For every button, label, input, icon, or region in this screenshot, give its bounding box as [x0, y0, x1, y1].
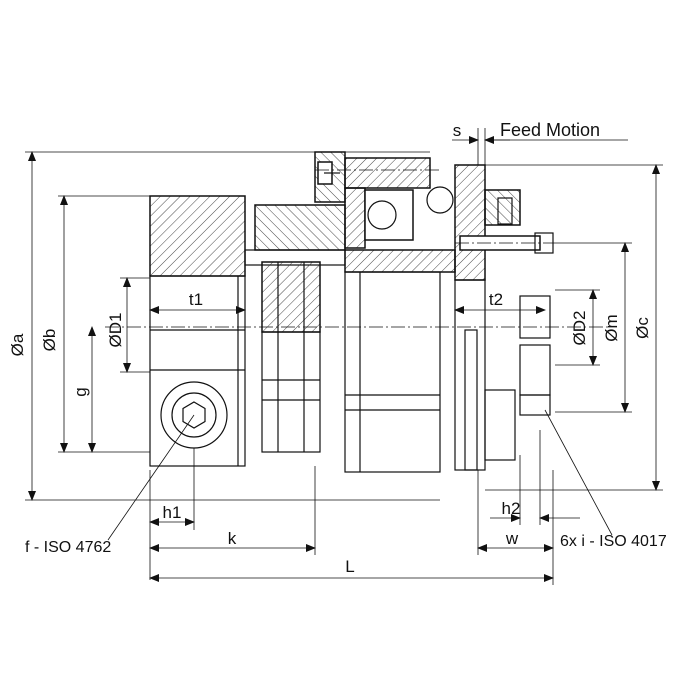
middle-hub-upper: [254, 204, 346, 251]
right-screw-upper: [519, 295, 551, 339]
ball-bearing: [364, 189, 414, 241]
label-s: s: [453, 121, 462, 140]
label-t1: t1: [189, 290, 203, 309]
label-phi-d2: ØD2: [570, 311, 589, 346]
label-screw-i: 6x i - ISO 4017: [560, 533, 667, 550]
bearing-ball-right: [426, 186, 454, 214]
bearing-ball-left: [367, 200, 397, 230]
dimensions: [25, 128, 663, 585]
right-screw-lower: [519, 394, 551, 416]
central-shaft-upper: [344, 249, 456, 273]
bearing-housing-left-wall: [344, 187, 366, 249]
hub-segment: [484, 389, 516, 461]
left-hub-lower-outline: [149, 275, 246, 467]
leader-screw-i: [544, 409, 613, 536]
central-shaft-lower: [344, 271, 441, 473]
dimension-labels: Øa Øb g ØD1 t1 t2 ØD2 Øm Øc s Feed Motio…: [8, 120, 667, 576]
label-h1: h1: [163, 503, 182, 522]
label-feed-motion: Feed Motion: [500, 120, 600, 140]
right-flange-lower: [454, 279, 486, 471]
pressure-plate: [484, 189, 521, 226]
label-k: k: [228, 529, 237, 548]
label-phi-d1: ØD1: [106, 313, 125, 348]
spring-pack-lower: [261, 331, 321, 453]
label-phi-c: Øc: [633, 317, 652, 339]
label-phi-a: Øa: [8, 333, 27, 356]
spring-pack-upper: [261, 261, 321, 333]
label-h2: h2: [502, 499, 521, 518]
label-l: L: [345, 557, 354, 576]
coupling-body: [105, 151, 610, 473]
label-phi-b: Øb: [40, 329, 59, 352]
label-screw-f: f - ISO 4762: [25, 539, 111, 556]
leader-screw-f: [107, 414, 195, 541]
left-hub-upper-section: [149, 195, 246, 277]
right-screw-mid: [519, 344, 551, 396]
label-w: w: [505, 529, 519, 548]
right-flange-upper: [454, 164, 486, 281]
label-g: g: [71, 387, 90, 396]
label-phi-m: Øm: [602, 314, 621, 341]
label-t2: t2: [489, 290, 503, 309]
bearing-housing-top: [344, 157, 431, 189]
